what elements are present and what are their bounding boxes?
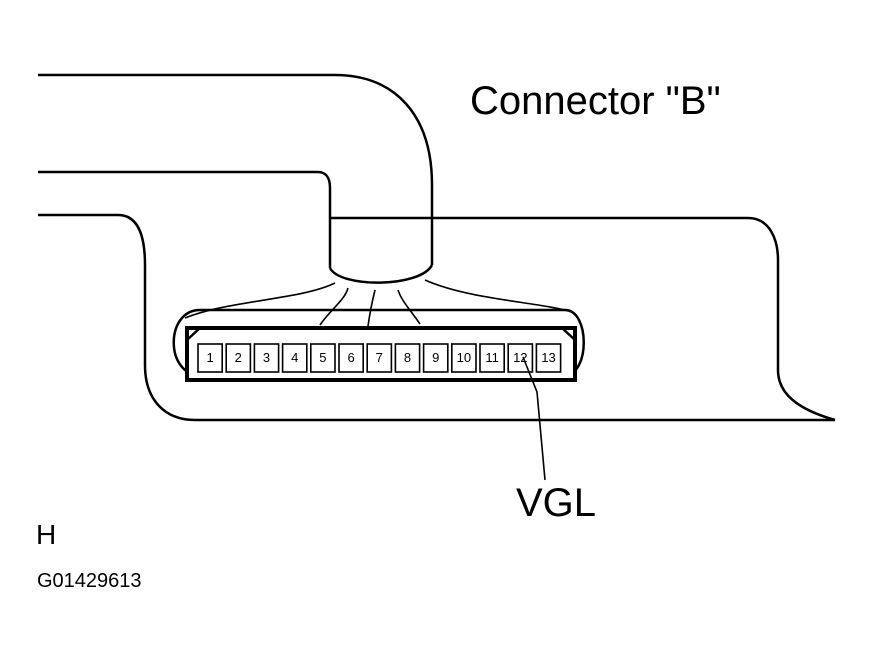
pin-number-11: 11	[485, 350, 499, 365]
wire-fan-3	[367, 289, 376, 327]
body-panel-right	[330, 216, 836, 422]
pin-number-9: 9	[432, 350, 439, 365]
pin-number-5: 5	[319, 350, 326, 365]
pin-cell-3	[253, 343, 280, 373]
body-panel	[38, 213, 835, 422]
pin-number-8: 8	[404, 350, 411, 365]
wire-fan-4	[397, 289, 421, 325]
pin-cell-4	[281, 343, 308, 373]
vgl-leader-line	[522, 356, 546, 481]
pin-cell-6	[338, 343, 365, 373]
pin-number-13: 13	[541, 350, 555, 365]
harness-bottom-cap	[328, 264, 434, 284]
harness-outer-edge	[38, 73, 434, 265]
pin-cell-8	[394, 343, 421, 373]
view-letter: H	[36, 519, 56, 550]
pin-number-4: 4	[291, 350, 298, 365]
pin-cell-5	[309, 343, 336, 373]
vgl-label: VGL	[516, 481, 596, 525]
pin-cell-12	[507, 343, 534, 373]
pin-cell-11	[479, 343, 506, 373]
pin-number-2: 2	[235, 350, 242, 365]
pin-number-10: 10	[457, 350, 471, 365]
harness-inner-edge	[38, 170, 332, 268]
figure-code: G01429613	[37, 570, 142, 592]
pin-number-3: 3	[263, 350, 270, 365]
wire-fan-1	[184, 282, 336, 319]
connector-top-ridge	[186, 326, 576, 341]
pin-number-7: 7	[376, 350, 383, 365]
pin-cell-9	[422, 343, 449, 373]
pin-cell-7	[366, 343, 393, 373]
pin-cell-2	[225, 343, 252, 373]
wire-fan-5	[424, 279, 573, 313]
pin-number-6: 6	[347, 350, 354, 365]
pin-cell-13	[535, 343, 562, 373]
pin-number-1: 1	[206, 350, 213, 365]
pin-cell-10	[450, 343, 477, 373]
wire-fan-2	[319, 287, 349, 326]
pin-cell-1	[197, 343, 224, 373]
connector-title: Connector "B"	[470, 79, 721, 123]
